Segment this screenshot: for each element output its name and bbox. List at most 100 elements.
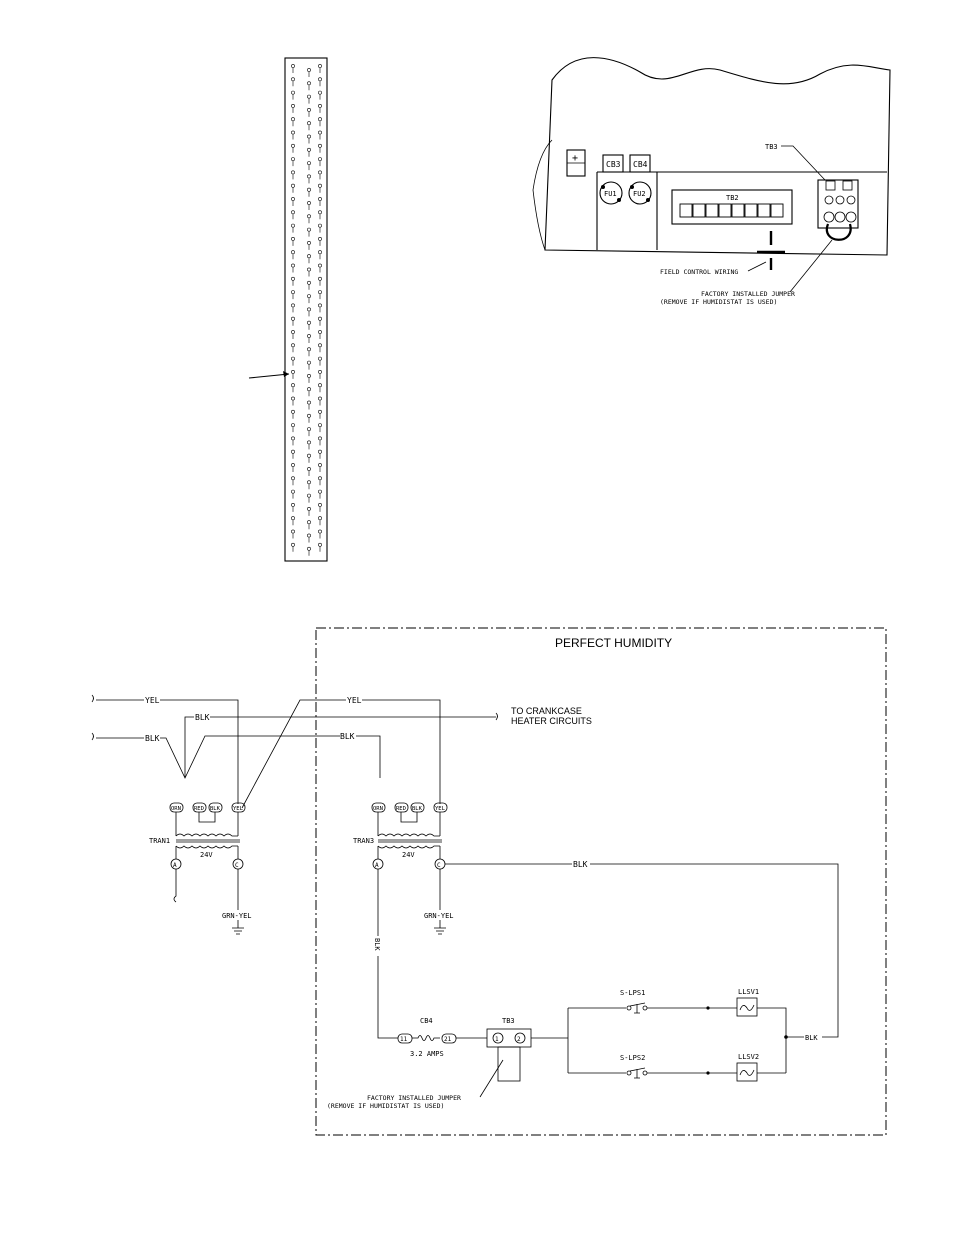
strip-pin <box>307 493 311 498</box>
svg-text:ORN: ORN <box>171 806 181 812</box>
tran1-voltage: 24V <box>200 851 213 859</box>
valve-llsv2-label: LLSV2 <box>738 1053 759 1061</box>
strip-pin <box>291 117 295 122</box>
svg-text:BLK: BLK <box>210 806 221 812</box>
strip-pin <box>291 90 295 95</box>
cb4-label: CB4 <box>633 160 648 169</box>
svg-text:YEL: YEL <box>435 806 446 812</box>
strip-pin <box>291 409 295 414</box>
strip-pin <box>307 187 311 192</box>
tran3-tap-blk <box>410 802 425 813</box>
cb3-box <box>602 154 624 173</box>
strip-pin <box>318 449 322 454</box>
strip-pin <box>318 316 322 321</box>
valve-llsv2 <box>736 1062 758 1082</box>
tb3-schematic-label: TB3 <box>502 1017 515 1025</box>
switch-s-lps2-label: S-LPS2 <box>620 1054 645 1062</box>
svg-text:A: A <box>375 862 379 869</box>
strip-pin <box>291 290 295 295</box>
strip-pin <box>318 210 322 215</box>
strip-pin <box>291 316 295 321</box>
strip-pin <box>307 453 311 458</box>
strip-pin <box>291 276 295 281</box>
fuse-fu2 <box>628 181 652 205</box>
strip-pin <box>318 183 322 188</box>
strip-pin <box>307 280 311 285</box>
crankcase-label-line1: TO CRANKCASE <box>511 706 582 716</box>
strip-pin <box>318 369 322 374</box>
svg-text:C: C <box>437 862 441 869</box>
tb2-terminals <box>679 203 784 218</box>
svg-text:C: C <box>235 862 239 869</box>
strip-pin <box>291 542 295 547</box>
strip-pin <box>307 347 311 352</box>
strip-pointer-arrow <box>248 373 290 379</box>
tran3-voltage: 24V <box>402 851 415 859</box>
strip-pin <box>318 197 322 201</box>
strip-pin <box>291 449 295 454</box>
strip-pin <box>307 506 311 511</box>
strip-pin <box>291 183 295 188</box>
strip-pin <box>291 104 295 108</box>
strip-pin <box>291 236 295 241</box>
vertical-legend-strip <box>248 57 328 562</box>
svg-text:BLK: BLK <box>412 806 423 812</box>
strip-pin <box>307 320 311 325</box>
tran3-tap-yel <box>433 802 448 813</box>
strip-pin <box>307 480 311 485</box>
strip-pin <box>318 303 322 308</box>
fu1-label: FU1 <box>604 190 617 198</box>
strip-pin <box>318 117 322 122</box>
strip-pin <box>307 81 311 86</box>
tb3-terminal-block <box>817 179 859 229</box>
tb3-schematic-block <box>486 1028 532 1048</box>
tran3-label: TRAN3 <box>353 837 374 845</box>
wire-yel-left-label: YEL <box>145 696 160 705</box>
strip-pin <box>291 356 295 361</box>
panel-outline <box>544 57 891 256</box>
cb4-terminal-21 <box>441 1033 457 1044</box>
switch-s-lps1-label: S-LPS1 <box>620 989 645 997</box>
strip-pin <box>318 223 322 228</box>
strip-pin <box>318 529 322 534</box>
strip-pin <box>318 396 322 401</box>
strip-pin <box>307 373 311 378</box>
strip-pin <box>318 276 322 281</box>
strip-pin <box>307 546 311 551</box>
control-box-panel-view: + CB3 CB4 FU1 FU2 TB2 TB3 F <box>532 57 891 306</box>
valve-llsv1-label: LLSV1 <box>738 988 759 996</box>
perfect-humidity-region <box>315 627 887 1136</box>
strip-pin <box>307 134 311 139</box>
ground-label-1: GRN-YEL <box>222 912 252 920</box>
tb3-terminal-1 <box>492 1032 504 1044</box>
strip-pin <box>318 423 322 428</box>
strip-pin <box>307 201 311 205</box>
fu2-label: FU2 <box>633 190 646 198</box>
strip-pin <box>307 334 311 338</box>
cb4-terminal-11 <box>397 1033 413 1044</box>
strip-pointer-arrowhead <box>283 371 289 377</box>
tb2-terminal-block <box>671 189 793 225</box>
strip-pin <box>291 303 295 308</box>
strip-pin <box>291 197 295 201</box>
strip-pin <box>307 427 311 432</box>
cb4-rating: 3.2 AMPS <box>410 1050 444 1058</box>
strip-pin <box>318 343 322 348</box>
strip-pin <box>291 423 295 428</box>
svg-text:+: + <box>572 153 578 164</box>
strip-pin <box>291 476 295 481</box>
tran1-label: TRAN1 <box>149 837 170 845</box>
strip-pin <box>318 90 322 95</box>
strip-pin <box>307 413 311 418</box>
svg-text:1: 1 <box>495 1036 499 1043</box>
svg-text:2: 2 <box>517 1036 521 1043</box>
ground-symbol-1 <box>232 920 244 935</box>
tb3-jumper <box>497 1046 521 1082</box>
strip-pin <box>291 343 295 348</box>
tb3-terminal-2 <box>514 1032 526 1044</box>
strip-pin <box>318 516 322 521</box>
tb2-terminal <box>744 203 758 218</box>
strip-pin <box>291 64 295 68</box>
strip-pin <box>291 529 295 534</box>
field-wiring-label: FIELD CONTROL WIRING <box>660 268 738 276</box>
